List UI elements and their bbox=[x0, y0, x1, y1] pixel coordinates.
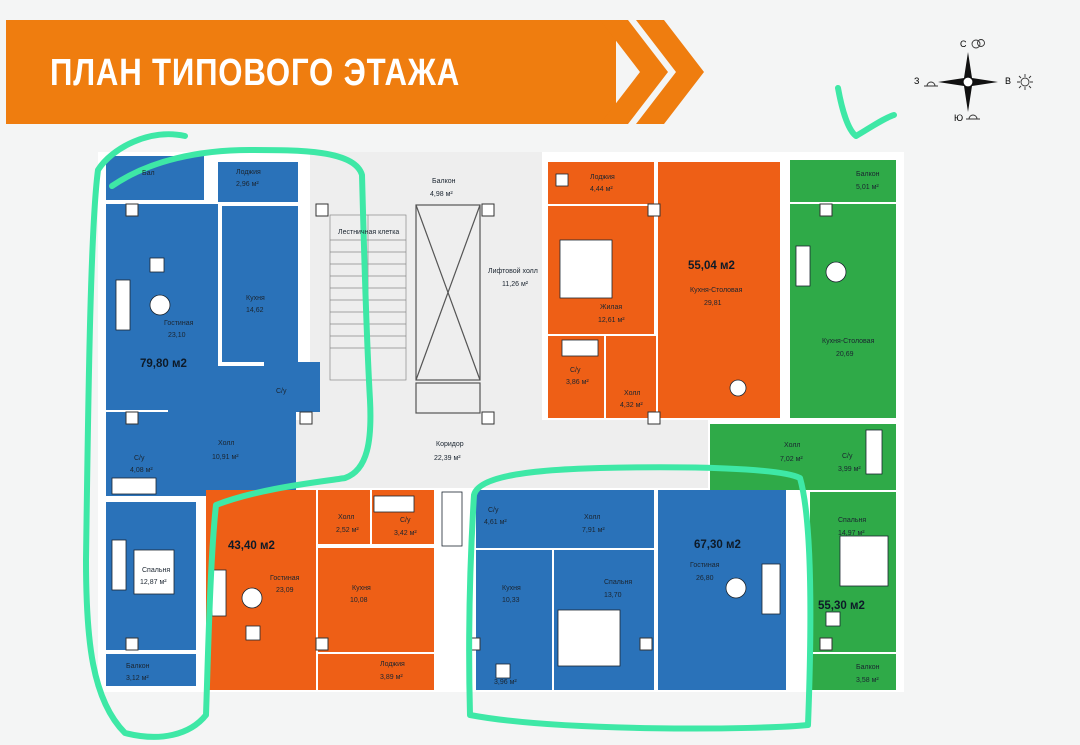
room-name: Балкон bbox=[432, 178, 456, 185]
chevron-icon bbox=[600, 20, 704, 124]
room-area: 7,91 м² bbox=[582, 527, 605, 534]
page-title: ПЛАН ТИПОВОГО ЭТАЖА bbox=[50, 52, 461, 94]
room-area: 3,42 м² bbox=[394, 530, 417, 537]
room-area: 12,61 м² bbox=[598, 317, 625, 324]
room-area: 3,96 м² bbox=[494, 679, 517, 686]
room-area: 23,09 bbox=[276, 587, 294, 594]
room-name: Балкон bbox=[856, 171, 880, 178]
room-area: 3,99 м² bbox=[838, 466, 861, 473]
room-area: 11,26 м² bbox=[502, 281, 529, 288]
room-area: 7,02 м² bbox=[780, 456, 803, 463]
room-name: Холл bbox=[218, 440, 235, 447]
apartment-43-40[interactable] bbox=[206, 490, 434, 690]
room-name: Бал bbox=[142, 170, 155, 177]
room-name: Лоджия bbox=[380, 661, 405, 668]
room-name: Гостиная bbox=[270, 575, 300, 582]
room-name: Спальня bbox=[838, 517, 866, 524]
room-name: Спальня bbox=[142, 567, 170, 574]
room-name: С/у bbox=[134, 455, 145, 462]
area-label-79-80: 79,80 м2 bbox=[140, 358, 187, 370]
room-labels: Бал Лоджия 2,96 м² Кухня 14,62 Гостиная … bbox=[126, 169, 880, 686]
room-area: 3,12 м² bbox=[126, 675, 149, 682]
room-name: С/у bbox=[842, 453, 853, 460]
room-area: 2,96 м² bbox=[236, 181, 259, 188]
room-name: Холл bbox=[784, 442, 801, 449]
cloud-icon bbox=[971, 39, 985, 49]
room-name: Кухня bbox=[352, 585, 371, 592]
room-area: 2,52 м² bbox=[336, 527, 359, 534]
room-area: 3,89 м² bbox=[380, 674, 403, 681]
room-area: 4,61 м² bbox=[484, 519, 507, 526]
room-name: Лифтовой холл bbox=[488, 267, 538, 275]
area-label-43-40: 43,40 м2 bbox=[228, 540, 275, 552]
room-area: 10,08 bbox=[350, 597, 368, 604]
room-area: 4,08 м² bbox=[130, 467, 153, 474]
compass-south: Ю bbox=[954, 113, 963, 123]
apartment-55-30[interactable] bbox=[710, 160, 896, 690]
room-area: 14,62 bbox=[246, 307, 264, 314]
compass-icon bbox=[938, 52, 998, 112]
room-name: Спальня bbox=[604, 579, 632, 586]
room-area: 23,10 bbox=[168, 332, 186, 339]
room-area: 10,33 bbox=[502, 597, 520, 604]
room-area: 26,80 bbox=[696, 575, 714, 582]
room-area: 10,91 м² bbox=[212, 454, 239, 461]
room-name: Балкон bbox=[856, 664, 880, 671]
columns bbox=[125, 203, 833, 651]
room-name: Гостиная bbox=[690, 562, 720, 569]
room-name: Лестничная клетка bbox=[338, 229, 399, 236]
stair-lift-zone bbox=[310, 152, 542, 420]
room-name: Кухня-Столовая bbox=[822, 338, 875, 345]
room-area: 14,97 м² bbox=[838, 530, 865, 537]
room-name: Балкон bbox=[126, 663, 150, 670]
room-name: Кухня bbox=[502, 585, 521, 592]
compass-east: В bbox=[1005, 76, 1011, 86]
sunset-icon bbox=[924, 81, 980, 120]
room-name: Гостиная bbox=[164, 320, 194, 327]
room-name: С/у bbox=[276, 388, 287, 395]
sun-icon bbox=[1017, 74, 1033, 90]
room-name: Лоджия bbox=[590, 174, 615, 181]
lift-shafts bbox=[415, 204, 481, 414]
room-area: 12,87 м² bbox=[140, 579, 167, 586]
room-area: 29,81 bbox=[704, 300, 722, 307]
room-name: Кухня-Столовая bbox=[690, 287, 743, 294]
room-name: С/у bbox=[570, 367, 581, 374]
room-area: 13,70 bbox=[604, 592, 622, 599]
header-banner bbox=[6, 20, 616, 124]
compass-north: С bbox=[960, 39, 967, 49]
room-name: Жилая bbox=[600, 304, 622, 311]
highlight-outlines bbox=[83, 85, 897, 740]
room-area: 4,44 м² bbox=[590, 186, 613, 193]
room-area: 20,69 bbox=[836, 351, 854, 358]
room-area: 4,98 м² bbox=[430, 191, 453, 198]
room-name: Коридор bbox=[436, 441, 464, 448]
room-area: 3,58 м² bbox=[856, 677, 879, 684]
room-name: С/у bbox=[488, 507, 499, 514]
room-name: Кухня bbox=[246, 295, 265, 302]
room-name: Холл bbox=[584, 514, 601, 521]
furniture bbox=[111, 173, 889, 679]
compass-west: З bbox=[914, 76, 919, 86]
room-area: 22,39 м² bbox=[434, 455, 461, 462]
area-label-67-30: 67,30 м2 bbox=[694, 539, 741, 551]
room-name: Холл bbox=[624, 390, 641, 397]
area-label-55-04: 55,04 м2 bbox=[688, 260, 735, 272]
room-name: Холл bbox=[338, 514, 355, 521]
room-area: 5,01 м² bbox=[856, 184, 879, 191]
area-label-55-30: 55,30 м2 bbox=[818, 600, 865, 612]
room-name: Лоджия bbox=[236, 169, 261, 176]
room-name: С/у bbox=[400, 517, 411, 524]
room-area: 4,32 м² bbox=[620, 402, 643, 409]
room-area: 3,86 м² bbox=[566, 379, 589, 386]
